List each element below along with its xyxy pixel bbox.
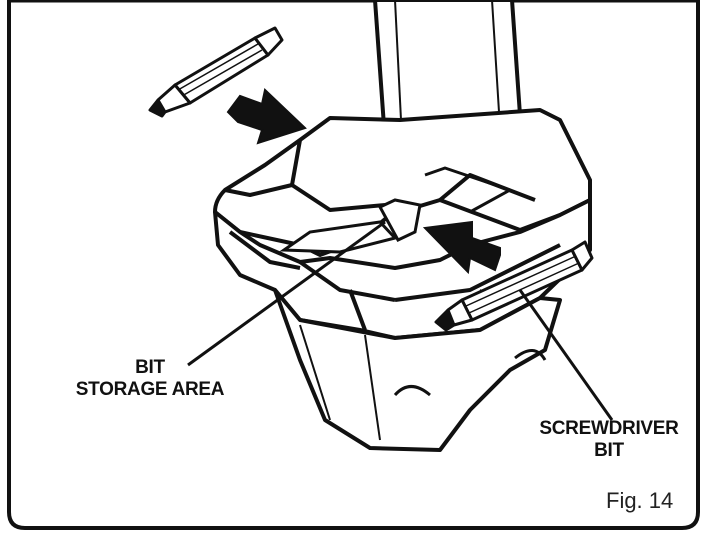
screwdriver-bit-upper	[148, 26, 284, 118]
battery-top	[213, 108, 592, 257]
bit-storage-slot	[279, 198, 422, 254]
screwdriver-bit-lower	[434, 240, 594, 332]
bit-storage-label-line1: BIT	[135, 357, 165, 378]
screwdriver-label-line2: BIT	[594, 440, 624, 461]
figure-number: Fig. 14	[606, 488, 674, 513]
insert-arrow-upper	[226, 88, 307, 145]
bit-storage-area-label: BIT STORAGE AREA	[50, 357, 250, 401]
screwdriver-label-line1: SCREWDRIVER	[539, 418, 679, 439]
screwdriver-bit-leader	[518, 289, 614, 421]
bit-storage-leader	[187, 220, 386, 367]
screwdriver-bit-label: SCREWDRIVER BIT	[525, 418, 693, 462]
insert-arrow-lower	[422, 220, 501, 275]
bit-storage-label-line2: STORAGE AREA	[75, 379, 225, 400]
battery-base	[273, 288, 562, 452]
frame-border	[7, 0, 700, 530]
